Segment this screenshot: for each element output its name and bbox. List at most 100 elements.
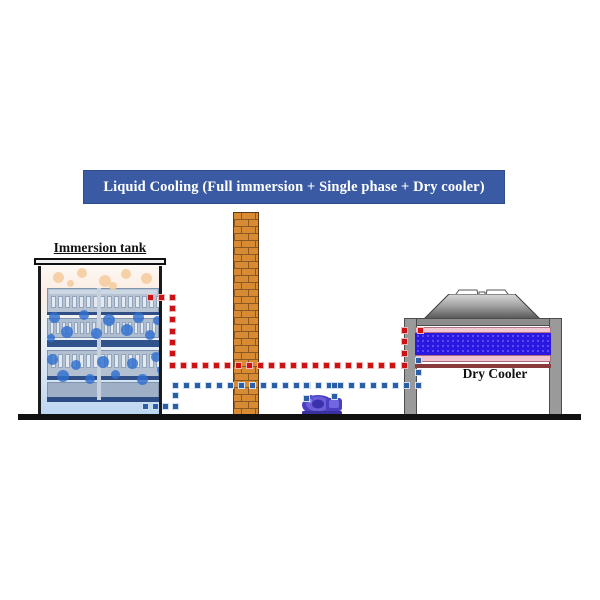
dry-cooler-under-bar bbox=[415, 364, 551, 368]
cold-pipe-segment bbox=[141, 402, 149, 410]
server-element bbox=[116, 322, 120, 334]
coil-fin bbox=[457, 340, 459, 342]
cold-pipe-segment bbox=[414, 381, 422, 389]
server-element bbox=[49, 290, 157, 294]
coil-fin bbox=[507, 350, 509, 352]
brick-seam bbox=[234, 318, 236, 325]
coolant-bubble bbox=[85, 374, 95, 384]
coil-fin bbox=[492, 335, 494, 337]
coil-fin bbox=[447, 350, 449, 352]
coil-fin bbox=[487, 345, 489, 347]
hot-pipe-segment bbox=[168, 304, 176, 312]
coolant-bubble bbox=[103, 314, 115, 326]
brick-row bbox=[234, 318, 258, 325]
brick-seam bbox=[248, 402, 250, 409]
cold-pipe-branch bbox=[330, 392, 338, 400]
brick-seam bbox=[241, 395, 243, 402]
brick-seam bbox=[255, 353, 257, 360]
coil-fin bbox=[427, 335, 429, 337]
coil-fin bbox=[422, 340, 424, 342]
brick-row bbox=[234, 304, 258, 311]
coil-fin bbox=[437, 335, 439, 337]
brick-seam bbox=[234, 346, 236, 353]
coil-fin bbox=[492, 345, 494, 347]
hot-pipe-segment bbox=[168, 338, 176, 346]
brick-seam bbox=[241, 227, 243, 234]
coil-fin bbox=[487, 340, 489, 342]
coolant-bubble bbox=[145, 330, 155, 340]
hot-pipe-segment bbox=[168, 293, 176, 301]
brick-seam bbox=[248, 220, 250, 227]
server-element bbox=[72, 296, 77, 308]
server-element bbox=[74, 322, 78, 334]
brick-row bbox=[234, 241, 258, 248]
coolant-bubble bbox=[127, 358, 138, 369]
brick-seam bbox=[234, 402, 236, 409]
brick-seam bbox=[255, 269, 257, 276]
coil-fin bbox=[532, 350, 534, 352]
brick-seam bbox=[248, 290, 250, 297]
hot-bubble bbox=[141, 273, 152, 284]
hot-pipe-segment bbox=[168, 327, 176, 335]
hot-bubble bbox=[53, 272, 64, 283]
coil-fin bbox=[462, 340, 464, 342]
cold-pipe-branch bbox=[330, 381, 338, 389]
coil-fin bbox=[507, 345, 509, 347]
coil-fin bbox=[512, 345, 514, 347]
brick-row bbox=[234, 353, 258, 360]
cold-pipe-segment bbox=[171, 381, 179, 389]
hot-pipe-segment bbox=[157, 293, 165, 301]
coil-fin bbox=[492, 350, 494, 352]
brick-seam bbox=[241, 269, 243, 276]
coil-fin bbox=[447, 335, 449, 337]
immersion-tank-lid bbox=[34, 258, 166, 265]
hot-pipe-segment bbox=[416, 326, 424, 334]
coil-fin bbox=[422, 350, 424, 352]
coil-fin bbox=[507, 340, 509, 342]
cold-pipe-segment bbox=[359, 381, 367, 389]
brick-seam bbox=[234, 248, 236, 255]
coil-fin bbox=[422, 345, 424, 347]
cold-pipe-segment bbox=[403, 381, 411, 389]
immersion-tank-fluid bbox=[41, 266, 159, 416]
coil-fin bbox=[442, 350, 444, 352]
coil-fin bbox=[542, 335, 544, 337]
dry-cooler-coil bbox=[415, 333, 551, 355]
brick-seam bbox=[248, 262, 250, 269]
coil-fin bbox=[482, 345, 484, 347]
hot-bubble bbox=[99, 275, 111, 287]
hot-pipe-segment bbox=[201, 361, 209, 369]
server-element bbox=[97, 288, 101, 400]
coil-fin bbox=[477, 345, 479, 347]
coil-fin bbox=[537, 340, 539, 342]
coolant-bubble bbox=[133, 312, 144, 323]
coil-fin bbox=[517, 340, 519, 342]
server-element bbox=[80, 322, 84, 334]
hot-pipe-segment bbox=[267, 361, 275, 369]
coil-fin bbox=[497, 335, 499, 337]
brick-row bbox=[234, 311, 258, 318]
coil-fin bbox=[467, 350, 469, 352]
brick-seam bbox=[255, 283, 257, 290]
coil-fin bbox=[527, 345, 529, 347]
coil-fin bbox=[512, 350, 514, 352]
coil-fin bbox=[547, 335, 549, 337]
server-element bbox=[86, 322, 90, 334]
hot-pipe-segment bbox=[168, 316, 176, 324]
coolant-bubble bbox=[61, 326, 73, 338]
cold-pipe-segment bbox=[392, 381, 400, 389]
brick-row bbox=[234, 367, 258, 374]
coil-fin bbox=[532, 345, 534, 347]
brick-seam bbox=[241, 325, 243, 332]
coil-fin bbox=[522, 335, 524, 337]
coil-fin bbox=[442, 340, 444, 342]
coil-fin bbox=[437, 350, 439, 352]
cold-pipe-segment bbox=[215, 381, 223, 389]
server-element bbox=[47, 312, 159, 315]
cold-pipe-segment bbox=[414, 356, 422, 364]
hot-pipe-segment bbox=[301, 361, 309, 369]
server-element bbox=[128, 296, 133, 308]
brick-seam bbox=[241, 409, 243, 415]
coil-fin bbox=[537, 350, 539, 352]
